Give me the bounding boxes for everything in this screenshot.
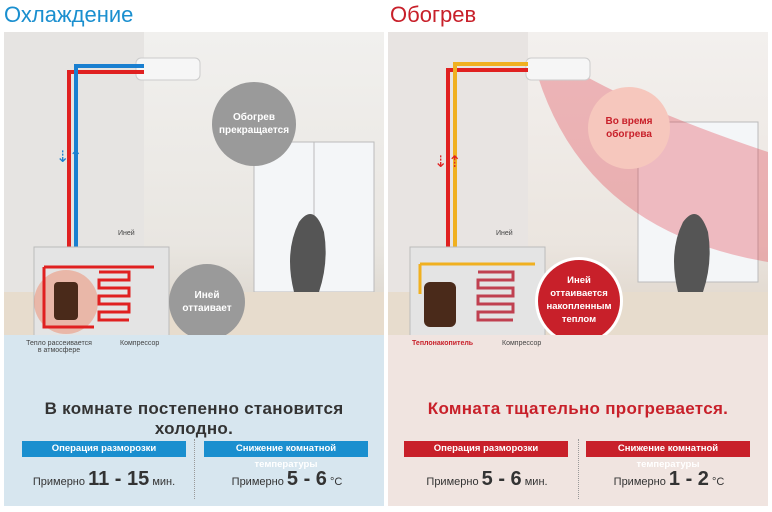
divider	[194, 439, 195, 499]
cooling-title: Охлаждение	[4, 2, 134, 27]
indoor-unit	[525, 57, 591, 81]
heating-panel: ⇣⇡ Во время обогрева Иней оттаивается на…	[388, 32, 768, 506]
heat-storage-label: Теплонакопитель	[412, 340, 474, 347]
svg-text:⇣: ⇣	[56, 149, 69, 166]
svg-text:⇡: ⇡	[448, 154, 461, 171]
cooling-temp-tag: Снижение комнатной температуры	[204, 441, 368, 470]
svg-text:⇣: ⇣	[434, 154, 447, 171]
divider	[578, 439, 579, 499]
cooling-info: Тепло рассеивается в атмосфере Компрессо…	[4, 335, 384, 506]
svg-text:⇡: ⇡	[69, 149, 82, 166]
frost-label: Иней	[118, 230, 135, 237]
heating-info: Теплонакопитель Компрессор Комната тщате…	[388, 335, 768, 506]
cooling-panel: ⇣⇡ Обогрев прекращается Иней оттаивает И…	[4, 32, 384, 506]
cooling-diagram: ⇣⇡	[4, 32, 384, 348]
heating-defrost-value: Примерно 5 - 6 мин.	[426, 468, 548, 490]
person-silhouette	[674, 214, 710, 292]
heating-temp-tag: Снижение комнатной температуры	[586, 441, 750, 470]
bubble-during-heating: Во время обогрева	[588, 87, 670, 169]
heating-defrost-tag: Операция разморозки	[404, 441, 568, 457]
frost-label: Иней	[496, 230, 513, 237]
heating-headline: Комната тщательно прогревается.	[427, 399, 729, 418]
cooling-headline: В комнате постепенно становится холодно.	[44, 399, 344, 438]
cooling-defrost-value: Примерно 11 - 15 мин.	[32, 468, 176, 490]
bubble-frost-melts: Иней оттаивает	[169, 264, 245, 340]
heating-temp-value: Примерно 1 - 2 °C	[613, 468, 725, 490]
heating-title: Обогрев	[390, 2, 477, 27]
compressor-label: Компрессор	[120, 340, 160, 347]
cooling-defrost-tag: Операция разморозки	[22, 441, 186, 457]
heating-scene: ⇣⇡ Во время обогрева Иней оттаивается на…	[388, 32, 768, 348]
cooling-temp-value: Примерно 5 - 6 °C	[231, 468, 343, 490]
bubble-frost-melts-stored-heat: Иней оттаивается накопленным теплом	[535, 257, 623, 345]
cooling-scene: ⇣⇡ Обогрев прекращается Иней оттаивает И…	[4, 32, 384, 348]
compressor-label: Компрессор	[502, 340, 542, 347]
bubble-heating-stops: Обогрев прекращается	[212, 82, 296, 166]
person-silhouette	[290, 214, 326, 292]
heat-dissipates-label: Тепло рассеивается в атмосфере	[26, 340, 92, 354]
indoor-unit	[135, 57, 201, 81]
compressor	[54, 282, 78, 320]
heat-storage	[424, 282, 456, 327]
